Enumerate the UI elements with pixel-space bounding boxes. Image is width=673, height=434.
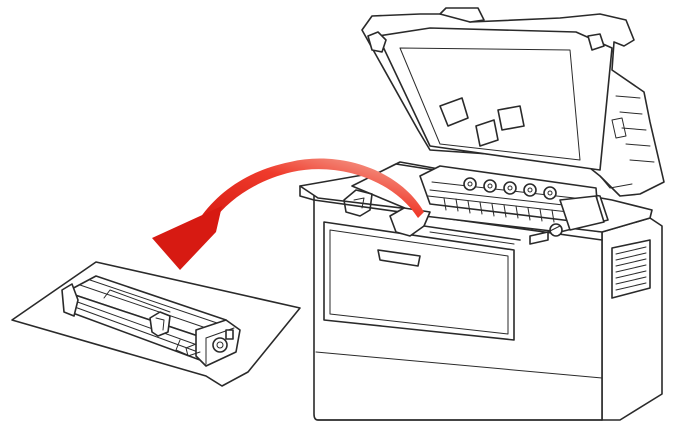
- curved-removal-arrow: [152, 158, 424, 270]
- gear-row: [463, 177, 557, 200]
- printer-interior: [343, 163, 609, 245]
- vent-grille: [611, 239, 651, 299]
- toner-cartridge: [61, 275, 241, 367]
- open-top-cover: [361, 7, 665, 197]
